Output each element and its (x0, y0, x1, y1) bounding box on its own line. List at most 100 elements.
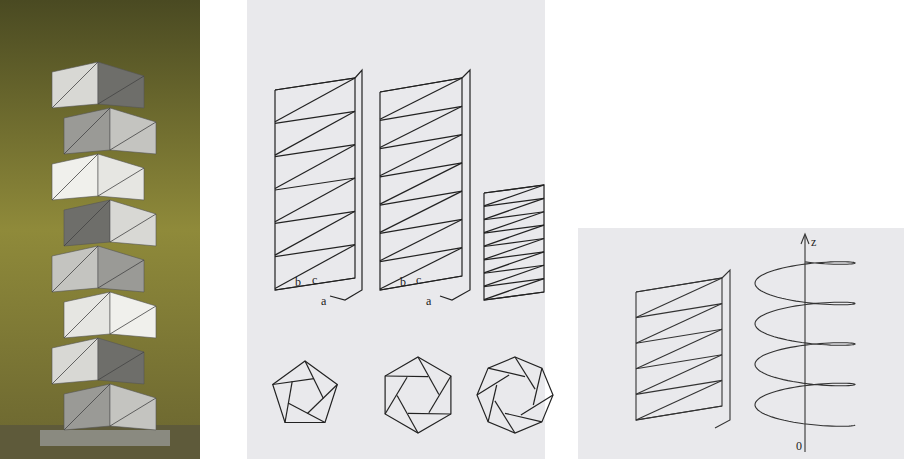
drawn-line (484, 252, 544, 273)
tower-facet (64, 292, 110, 338)
tower-facet (98, 338, 144, 384)
tower-facet (98, 62, 144, 108)
drawn-line (636, 380, 722, 394)
drawn-line (636, 304, 722, 344)
drawn-line (515, 357, 535, 389)
drawn-line (275, 78, 355, 122)
photo-table (0, 425, 200, 459)
drawn-line (484, 225, 544, 233)
vertex-label: b (295, 276, 301, 288)
drawn-line (636, 329, 722, 369)
polygon-section (273, 361, 338, 423)
drawn-line (380, 163, 462, 177)
drawn-line (275, 145, 355, 189)
drawn-line (636, 278, 722, 292)
drawn-line (98, 76, 144, 104)
drawn-line (64, 292, 110, 338)
drawn-line (488, 368, 525, 377)
drawn-line (110, 122, 156, 150)
pattern-outline (484, 185, 544, 300)
vertex-label: c (416, 274, 421, 286)
drawn-line (484, 212, 544, 233)
vertex-label: b (400, 276, 406, 288)
drawn-line (505, 413, 542, 422)
drawn-line (275, 245, 355, 289)
drawn-line (98, 260, 144, 288)
drawn-line (52, 62, 98, 108)
drawn-line (715, 270, 730, 428)
drawn-line (484, 185, 544, 206)
drawn-line (380, 219, 462, 233)
drawn-line (98, 168, 144, 196)
tower-facet (110, 108, 156, 154)
drawn-line (484, 279, 544, 300)
drawn-line (380, 248, 462, 289)
drawn-line (288, 403, 325, 423)
drawn-line (484, 239, 544, 260)
drawn-line (408, 413, 451, 415)
z-axis (804, 236, 805, 452)
drawn-line (484, 279, 544, 287)
tower-facet (52, 338, 98, 384)
drawn-line (418, 357, 439, 395)
tower-facet (110, 200, 156, 246)
drawn-line (440, 70, 470, 300)
drawn-line (484, 265, 544, 286)
drawn-line (484, 239, 544, 247)
drawn-line (636, 278, 722, 318)
drawn-line (533, 368, 542, 405)
tower-facet (52, 62, 98, 108)
polygon-section (385, 357, 451, 433)
vertex-label: a (321, 295, 326, 307)
axis-label: z (811, 236, 816, 248)
vertex-label: a (426, 295, 431, 307)
fold-patterns (273, 70, 553, 433)
drawn-line (495, 401, 515, 433)
drawn-line (64, 108, 110, 154)
drawn-line (380, 135, 462, 149)
drawn-line (484, 252, 544, 260)
drawn-line (385, 375, 428, 377)
drawn-line (636, 406, 722, 420)
drawn-line (275, 178, 355, 222)
tower-facet (64, 200, 110, 246)
drawn-line (307, 385, 337, 414)
polygon-section (477, 357, 553, 433)
drawn-line (380, 191, 462, 205)
drawn-line (64, 384, 110, 430)
tower-facet (52, 246, 98, 292)
drawn-line (477, 375, 509, 395)
drawn-line (330, 70, 362, 300)
drawn-line (285, 381, 292, 422)
drawn-line (397, 396, 418, 434)
drawn-line (484, 292, 544, 300)
vertex-label: c (312, 274, 317, 286)
origami-tower (52, 62, 156, 430)
drawn-line (380, 248, 462, 262)
drawn-line (488, 385, 497, 422)
photo-ground (0, 0, 200, 459)
drawn-line (636, 355, 722, 369)
drawn-line (380, 78, 462, 92)
drawn-line (484, 212, 544, 220)
tower-facet (64, 108, 110, 154)
drawn-line (52, 154, 98, 200)
tower-base (40, 430, 170, 446)
drawn-line (636, 304, 722, 318)
drawn-line (636, 380, 722, 420)
drawn-line (636, 329, 722, 343)
page-ground (247, 0, 545, 459)
tower-facet (52, 154, 98, 200)
tower-facet (110, 384, 156, 430)
drawn-line (110, 398, 156, 426)
drawn-line (110, 214, 156, 242)
pattern-outline (636, 278, 722, 420)
pattern-outline (380, 78, 462, 290)
drawn-line (52, 246, 98, 292)
helix-curve (755, 262, 855, 427)
drawn-line (484, 198, 544, 206)
drawn-line (273, 379, 314, 385)
drawn-line (98, 352, 144, 380)
